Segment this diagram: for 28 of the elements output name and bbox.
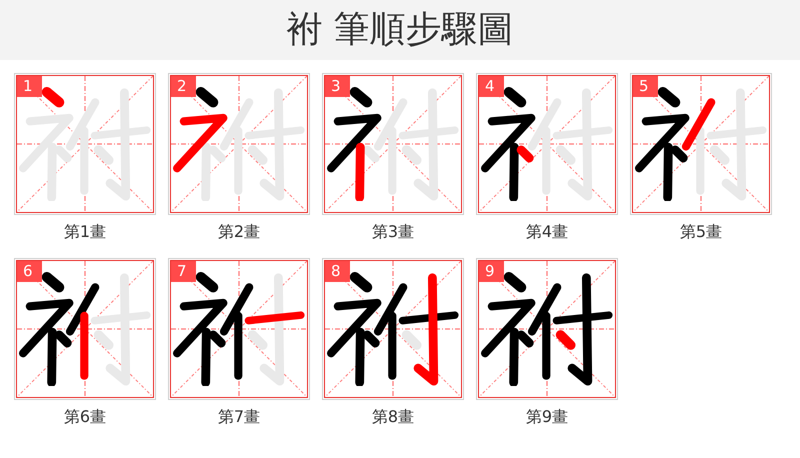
stroke-step-tile [168, 73, 310, 215]
step-number-tag: 6 [17, 261, 42, 282]
step-caption: 第1畫 [64, 222, 106, 241]
stroke-step-tile [322, 73, 464, 215]
step-number-tag: 5 [633, 76, 658, 97]
step-number-tag: 4 [479, 76, 504, 97]
step-caption: 第9畫 [526, 406, 568, 426]
stroke-step-tile [14, 258, 156, 400]
step-caption: 第5畫 [680, 222, 722, 241]
step-caption: 第6畫 [64, 406, 106, 426]
stroke-step-tile [14, 73, 156, 215]
step-caption: 第2畫 [218, 222, 260, 241]
step-number-tag: 3 [325, 76, 350, 97]
step-number-tag: 7 [171, 261, 196, 282]
step-number-tag: 9 [479, 261, 504, 282]
stroke-step-tile [168, 258, 310, 400]
step-caption: 第3畫 [372, 222, 414, 241]
stroke-step-tile [476, 73, 618, 215]
stroke-step-tile [322, 258, 464, 400]
step-number-tag: 8 [325, 261, 350, 282]
stroke-step-tile [476, 258, 618, 400]
stroke-step-tile [630, 73, 772, 215]
page-title: 袝 筆順步驟圖 [286, 9, 514, 51]
step-caption: 第4畫 [526, 222, 568, 241]
step-caption: 第8畫 [372, 406, 414, 426]
step-caption: 第7畫 [218, 406, 260, 426]
step-number-tag: 2 [171, 76, 196, 97]
step-number-tag: 1 [17, 76, 42, 97]
